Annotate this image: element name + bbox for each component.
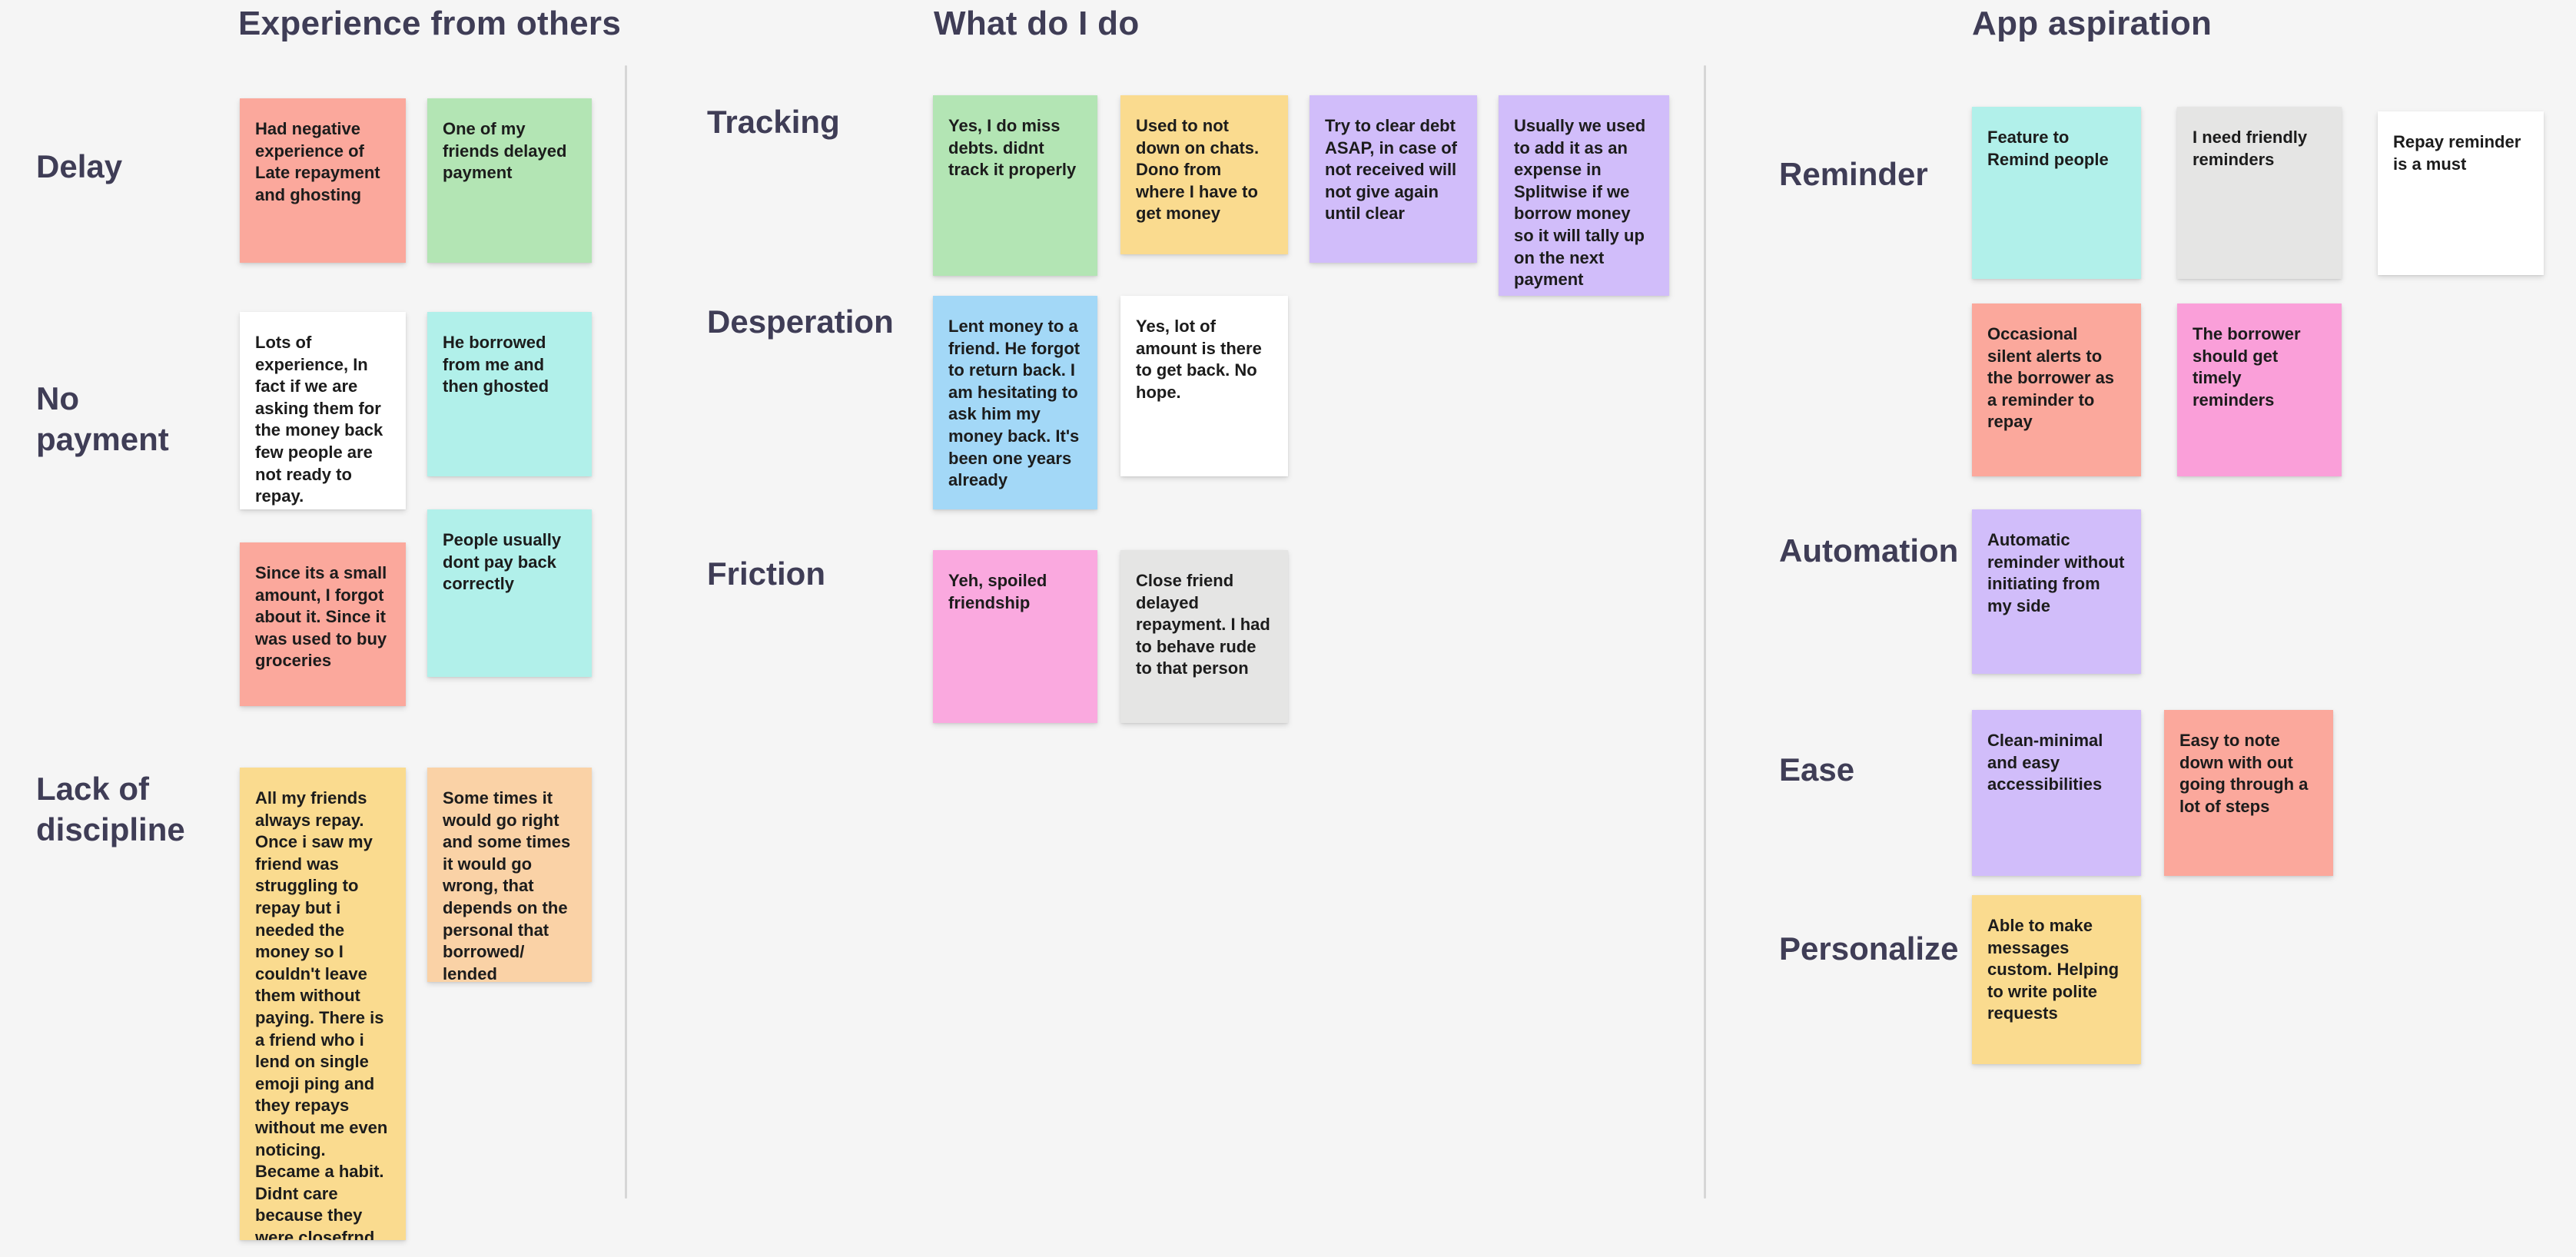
sticky-note[interactable]: Lent money to a friend. He forgot to ret…	[933, 296, 1097, 509]
sticky-note[interactable]: All my friends always repay. Once i saw …	[240, 768, 406, 1240]
sticky-note[interactable]: Since its a small amount, I forgot about…	[240, 542, 406, 706]
sticky-note[interactable]: One of my friends delayed payment	[427, 98, 592, 263]
sticky-note[interactable]: He borrowed from me and then ghosted	[427, 312, 592, 476]
row-label-automation: Automation	[1779, 532, 1959, 569]
row-label-tracking: Tracking	[707, 104, 840, 140]
sticky-note[interactable]: Had negative experience of Late repaymen…	[240, 98, 406, 263]
row-label-lack-of-discipline: Lack of discipline	[36, 771, 185, 848]
row-label-reminder: Reminder	[1779, 156, 1928, 192]
section-title-experience-from-others: Experience from others	[238, 5, 622, 42]
sticky-note[interactable]: Easy to note down with out going through…	[2164, 710, 2333, 876]
section-title-what-do-i-do: What do I do	[934, 5, 1140, 42]
sticky-note[interactable]: Repay reminder is a must	[2378, 111, 2544, 275]
sticky-note[interactable]: Occasional silent alerts to the borrower…	[1972, 303, 2141, 476]
sticky-note[interactable]: Try to clear debt ASAP, in case of not r…	[1310, 95, 1477, 263]
row-label-personalize: Personalize	[1779, 930, 1959, 967]
sticky-note[interactable]: Feature to Remind people	[1972, 107, 2141, 279]
sticky-note[interactable]: Yes, I do miss debts. didnt track it pro…	[933, 95, 1097, 276]
section-divider-1	[625, 65, 627, 1199]
sticky-note[interactable]: I need friendly reminders	[2177, 107, 2342, 279]
row-label-desperation: Desperation	[707, 303, 894, 340]
sticky-note[interactable]: Lots of experience, In fact if we are as…	[240, 312, 406, 509]
section-divider-2	[1704, 65, 1706, 1199]
sticky-note[interactable]: The borrower should get timely reminders	[2177, 303, 2342, 476]
sticky-note[interactable]: Clean-minimal and easy accessibilities	[1972, 710, 2141, 876]
row-label-ease: Ease	[1779, 751, 1855, 788]
section-title-app-aspiration: App aspiration	[1972, 5, 2213, 42]
sticky-note[interactable]: People usually dont pay back correctly	[427, 509, 592, 677]
sticky-note[interactable]: Used to not down on chats. Dono from whe…	[1120, 95, 1288, 254]
sticky-note[interactable]: Some times it would go right and some ti…	[427, 768, 592, 982]
row-label-delay: Delay	[36, 148, 123, 184]
sticky-note[interactable]: Automatic reminder without initiating fr…	[1972, 509, 2141, 674]
sticky-note[interactable]: Able to make messages custom. Helping to…	[1972, 895, 2141, 1064]
sticky-note[interactable]: Usually we used to add it as an expense …	[1499, 95, 1669, 296]
sticky-note[interactable]: Close friend delayed repayment. I had to…	[1120, 550, 1288, 723]
row-label-no-payment: No payment	[36, 380, 169, 458]
sticky-note[interactable]: Yes, lot of amount is there to get back.…	[1120, 296, 1288, 476]
sticky-note[interactable]: Yeh, spoiled friendship	[933, 550, 1097, 723]
row-label-friction: Friction	[707, 556, 825, 592]
